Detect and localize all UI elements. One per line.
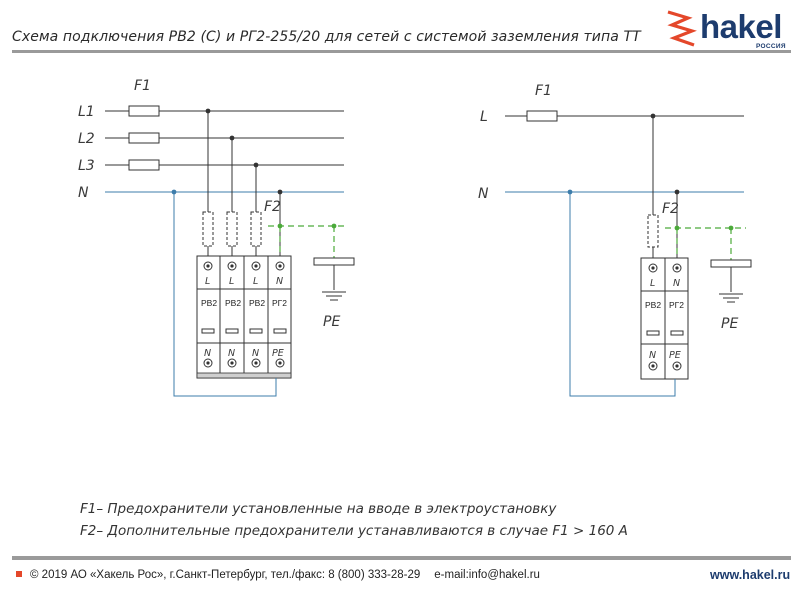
line-label-l1: L1 <box>78 104 95 120</box>
diagram-three-phase: L1 L2 L3 N F1 <box>78 78 355 397</box>
module-r2-name: РГ2 <box>669 300 684 310</box>
junction-dots-right <box>650 113 680 195</box>
module-4-bottom: PE <box>272 348 284 359</box>
page-title: Схема подключения РВ2 (С) и РГ2-255/20 д… <box>12 29 641 45</box>
surge-modules-right: L РВ2 N N РГ2 PE <box>640 257 689 380</box>
module-4-name: РГ2 <box>272 298 287 308</box>
phase-drops <box>207 111 281 258</box>
diagram-single-phase: L N F1 F2 PE <box>478 83 752 397</box>
module-3-name: РВ2 <box>249 298 265 308</box>
footer-email[interactable]: e-mail:info@hakel.ru <box>434 569 540 581</box>
module-r2-top: N <box>673 278 680 289</box>
f1-label-right: F1 <box>535 83 552 99</box>
module-3-bottom: N <box>252 348 259 359</box>
website-link[interactable]: www.hakel.ru <box>710 568 791 582</box>
junction-dots <box>205 108 283 195</box>
line-label-l3: L3 <box>78 158 95 174</box>
line-label-l2: L2 <box>78 131 95 147</box>
bullet-icon <box>16 571 22 577</box>
footer-divider <box>12 556 791 560</box>
f2-label-right: F2 <box>662 201 679 217</box>
neutral-return <box>173 192 277 397</box>
f1-fuses <box>128 105 160 171</box>
module-2-top: L <box>229 276 234 287</box>
ground-symbol <box>313 257 355 301</box>
module-2-bottom: N <box>228 348 235 359</box>
module-r2-bottom: PE <box>669 350 681 361</box>
surge-modules: L РВ2 N L РВ2 N L РВ2 N N РГ2 PE <box>196 255 292 379</box>
note-f2: F2– Дополнительные предохранители устана… <box>80 523 628 539</box>
notes: F1– Предохранители установленные на ввод… <box>80 498 628 542</box>
pe-label-right: PE <box>721 316 738 332</box>
module-1-bottom: N <box>204 348 211 359</box>
pe-dots-right <box>674 225 734 231</box>
f2-fuse-right <box>647 214 659 248</box>
module-2-name: РВ2 <box>225 298 241 308</box>
neutral-return-right <box>569 192 676 397</box>
footer-copyright: © 2019 АО «Хакель Рос», г.Санкт-Петербур… <box>30 569 421 581</box>
f1-fuse-right <box>526 110 558 122</box>
module-r1-name: РВ2 <box>645 300 661 310</box>
header-divider <box>12 50 791 53</box>
line-label-l: L <box>480 109 488 125</box>
hakel-logo: hakel РОССИЯ <box>664 8 788 52</box>
ground-symbol-right <box>710 259 752 303</box>
module-4-top: N <box>276 276 283 287</box>
f2-fuses <box>202 211 262 247</box>
lightning-icon <box>667 10 697 47</box>
module-3-top: L <box>253 276 258 287</box>
logo-wordmark: hakel <box>700 8 782 45</box>
note-f1: F1– Предохранители установленные на ввод… <box>80 501 557 517</box>
pe-label: PE <box>323 314 340 330</box>
f1-label: F1 <box>134 78 151 94</box>
line-label-n-right: N <box>478 186 489 202</box>
module-1-top: L <box>205 276 210 287</box>
module-1-name: РВ2 <box>201 298 217 308</box>
footer: © 2019 АО «Хакель Рос», г.Санкт-Петербур… <box>16 569 540 581</box>
pe-dots <box>277 223 337 229</box>
module-r1-top: L <box>650 278 655 289</box>
module-r1-bottom: N <box>649 350 656 361</box>
line-label-n: N <box>78 185 89 201</box>
f2-label: F2 <box>264 199 281 215</box>
logo-subtitle: РОССИЯ <box>756 43 786 50</box>
